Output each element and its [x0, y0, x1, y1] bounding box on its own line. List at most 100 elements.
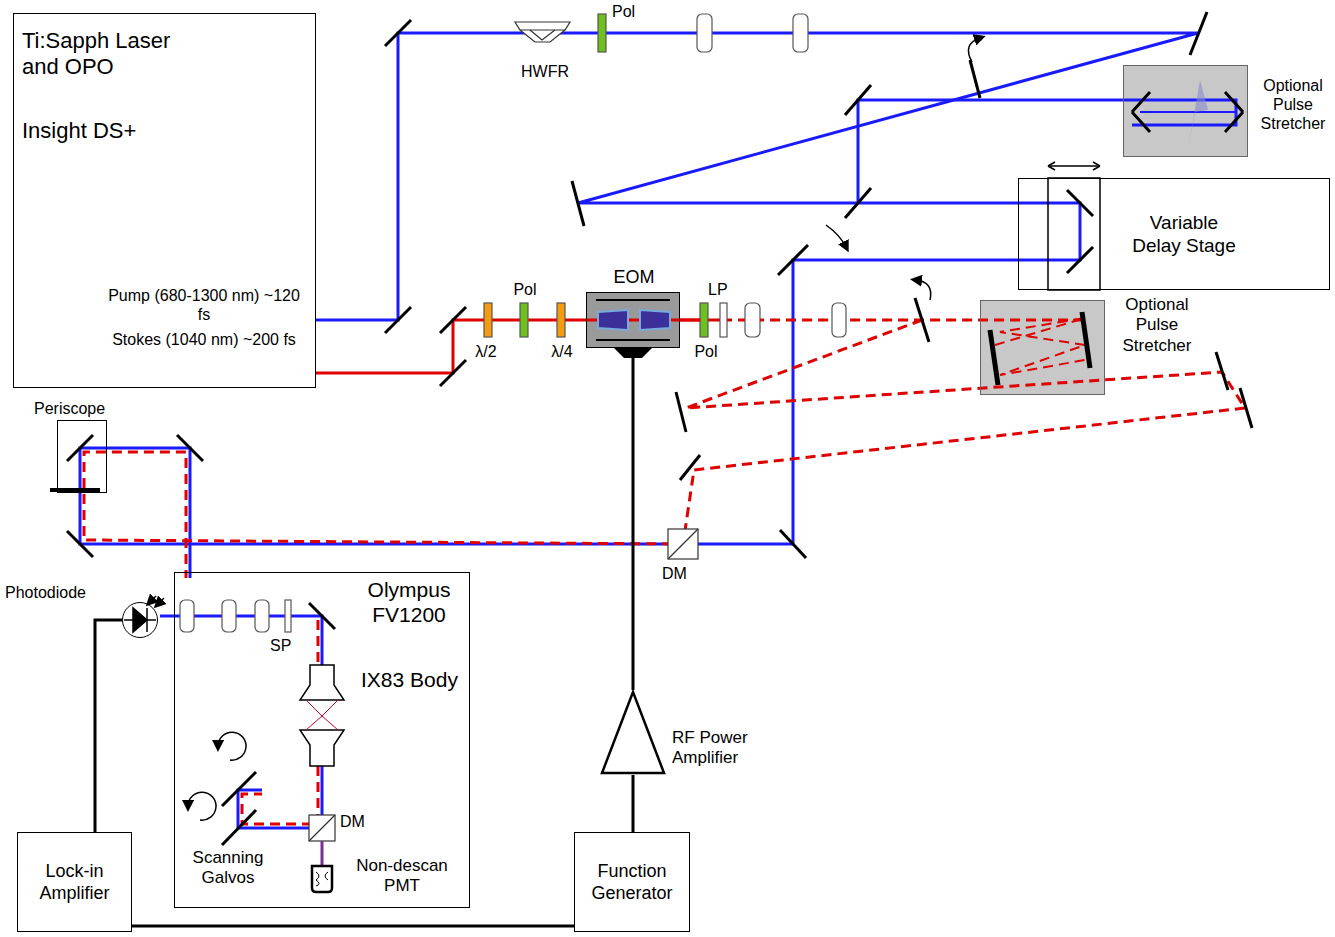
mirrors [385, 307, 411, 333]
photodiode-symbol [124, 596, 164, 632]
mirrors [1067, 247, 1093, 273]
mirrors [177, 435, 203, 461]
node-title: Lock-in Amplifier [26, 860, 123, 905]
mirrors [780, 530, 806, 558]
stokes-beam [84, 320, 1245, 578]
mirrors [1216, 352, 1228, 390]
signal-wire [95, 620, 122, 832]
optics [668, 529, 698, 559]
optics [180, 600, 194, 632]
delay-stage: Variable Delay Stage [1018, 178, 1330, 290]
part-label: Pol [505, 280, 545, 299]
eom-crystals [596, 300, 700, 358]
lockin-box: Lock-in Amplifier [17, 832, 132, 932]
pulse-stretcher: Optional Pulse Stretcher [980, 300, 1105, 395]
part-label: λ/4 [542, 342, 582, 361]
node-title: Function Generator [583, 860, 681, 905]
function-generator: Function Generator [574, 832, 690, 932]
prism-wedge [1188, 80, 1208, 150]
laser-box: Ti:Sapph Laser and OPO Insight DS+ Pump (6… [13, 13, 316, 388]
eom-crystals [640, 310, 670, 330]
rotation-arrows [218, 732, 246, 760]
microscope-internals [316, 872, 328, 886]
eom-crystals [598, 310, 628, 330]
mirrors [385, 20, 411, 46]
node-text: Insight DS+ [22, 118, 222, 144]
pump-beam [1140, 111, 1236, 113]
rf-amplifier: RF Power Amplifier [600, 690, 666, 775]
mirrors [440, 307, 466, 333]
mirrors [50, 12, 1252, 845]
part-label: Scanning Galvos [180, 848, 276, 889]
node-title: Optional Pulse Stretcher [1114, 295, 1200, 356]
optics [255, 600, 269, 632]
node-title: Ti:Sapph Laser and OPO [22, 28, 207, 81]
mirrors [67, 531, 93, 557]
eom-crystals [596, 339, 670, 341]
mirrors [845, 85, 871, 115]
microscope-internals [300, 730, 344, 766]
optics [697, 14, 712, 52]
triangle-outline [600, 690, 666, 775]
photodiode-symbol [146, 608, 148, 632]
mirrors [67, 435, 93, 461]
eom-crystals [596, 299, 670, 301]
microscope-internals [300, 665, 344, 892]
part-label: Pol [686, 342, 726, 361]
node-title: RF Power Amplifier [672, 728, 764, 769]
photodiode-symbol [133, 608, 147, 632]
optics [520, 303, 528, 337]
optics [484, 303, 492, 337]
photodiode-symbol [150, 596, 156, 602]
mirrors [440, 360, 466, 386]
grey-housings [1123, 65, 1248, 157]
node-title: Variable Delay Stage [1127, 212, 1241, 258]
optics [668, 529, 698, 559]
rotation-arrows [916, 280, 931, 300]
mirrors [1240, 388, 1252, 428]
optics [557, 303, 565, 337]
delay-stage-carriage [1048, 162, 1100, 170]
node-title: Photodiode [5, 583, 101, 602]
mirrors [676, 392, 686, 432]
signal-wire [132, 925, 574, 928]
mirrors [1067, 190, 1093, 216]
prism-wedge [1188, 80, 1208, 150]
optics [180, 14, 846, 841]
microscope-internals [300, 665, 344, 700]
mirrors [309, 603, 335, 629]
mirrors [915, 298, 929, 342]
part-label: LP [708, 280, 744, 299]
pump-beam [858, 100, 1236, 203]
node-title: Olympus FV1200 [353, 577, 465, 627]
rotation-arrows [826, 225, 846, 247]
node-text: Pump (680-1300 nm) ~120 fs [106, 286, 302, 324]
rotation-arrows [968, 38, 980, 62]
node-title: Periscope [34, 399, 124, 418]
mirrors [1225, 112, 1243, 132]
grey-housings [980, 300, 1105, 395]
optics [832, 303, 846, 337]
stokes-beam [995, 318, 1085, 375]
optics [793, 14, 808, 52]
grey-housings [586, 65, 1248, 395]
optics [598, 14, 606, 52]
mirrors [990, 330, 998, 385]
mirrors [1132, 92, 1150, 112]
optics [720, 303, 727, 337]
mirrors [1132, 112, 1150, 132]
rotation-arrows [188, 792, 216, 820]
optics [222, 600, 236, 632]
optics [745, 303, 760, 337]
eom-box: EOM [586, 292, 680, 348]
part-label: Non-descan PMT [342, 856, 462, 897]
mirrors [778, 245, 808, 275]
optics [515, 22, 570, 42]
stokes-beam [722, 319, 1090, 322]
mirrors [970, 60, 980, 98]
optics [309, 815, 335, 841]
photodiode-symbol [158, 598, 164, 604]
